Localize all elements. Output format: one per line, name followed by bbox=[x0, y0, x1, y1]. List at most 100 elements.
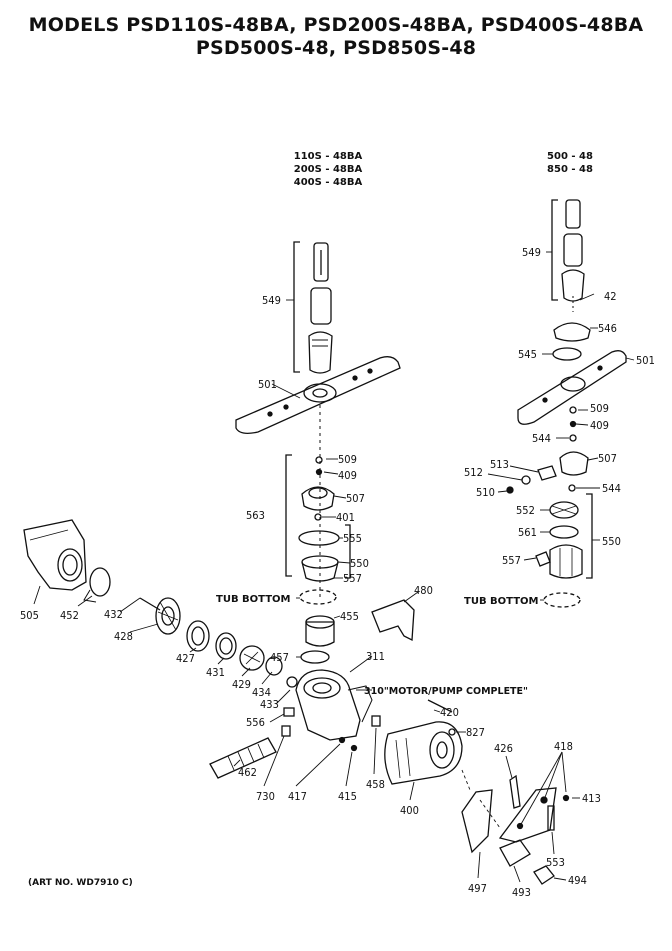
part-561 bbox=[549, 525, 579, 539]
motor-400 bbox=[384, 721, 463, 785]
label-415: 415 bbox=[338, 790, 357, 803]
label-730: 730 bbox=[256, 790, 275, 803]
right-variant-model-1: 500 - 48 bbox=[547, 151, 593, 162]
label-563: 563 bbox=[246, 509, 265, 522]
label-556: 556 bbox=[246, 716, 265, 729]
label-507-right: 507 bbox=[598, 452, 617, 465]
part-546 bbox=[553, 322, 591, 342]
part-509-right bbox=[569, 406, 577, 414]
label-550-left: 550 bbox=[350, 557, 369, 570]
part-513 bbox=[537, 465, 557, 481]
bracket-563 bbox=[285, 454, 292, 577]
bracket-550-right bbox=[586, 493, 593, 579]
part-409-right bbox=[569, 420, 577, 428]
diagram-title-line-2: PSD500S-48, PSD850S-48 bbox=[195, 37, 477, 59]
part-556 bbox=[283, 707, 295, 717]
label-429: 429 bbox=[232, 678, 251, 691]
bracket-550-left bbox=[345, 524, 351, 579]
label-505: 505 bbox=[20, 609, 39, 622]
label-409-right: 409 bbox=[590, 419, 609, 432]
art-number: (ART NO. WD7910 C) bbox=[28, 878, 133, 888]
hose-462 bbox=[209, 737, 277, 779]
label-544-top: 544 bbox=[532, 432, 551, 445]
part-480 bbox=[371, 599, 415, 642]
label-493: 493 bbox=[512, 886, 531, 899]
part-510 bbox=[506, 486, 514, 494]
part-labels: 549 501 509 409 563 507 401 555 550 557 … bbox=[20, 246, 655, 899]
label-42: 42 bbox=[604, 290, 617, 303]
label-561: 561 bbox=[518, 526, 537, 539]
part-409-left bbox=[315, 468, 323, 476]
part-434 bbox=[265, 656, 283, 676]
label-428: 428 bbox=[114, 630, 133, 643]
part-509-left bbox=[315, 456, 323, 464]
label-509-right: 509 bbox=[590, 402, 609, 415]
tube-base-right bbox=[561, 269, 585, 302]
label-545: 545 bbox=[518, 348, 537, 361]
screw-415 bbox=[350, 744, 358, 752]
part-544-lower bbox=[568, 484, 576, 492]
label-550-right: 550 bbox=[602, 535, 621, 548]
label-497: 497 bbox=[468, 882, 487, 895]
label-513: 513 bbox=[490, 458, 509, 471]
part-458 bbox=[371, 715, 381, 727]
label-510: 510 bbox=[476, 486, 495, 499]
impeller-428 bbox=[155, 597, 181, 635]
label-401: 401 bbox=[336, 511, 355, 524]
part-455 bbox=[305, 621, 335, 647]
label-431: 431 bbox=[206, 666, 225, 679]
label-311: 311 bbox=[366, 650, 385, 663]
leader-lines bbox=[33, 251, 635, 883]
label-501-right: 501 bbox=[636, 354, 655, 367]
label-420: 420 bbox=[440, 706, 459, 719]
left-variant-models: 110S - 48BA 200S - 48BA 400S - 48BA bbox=[278, 150, 378, 189]
bracket-418 bbox=[498, 787, 557, 843]
label-507-left: 507 bbox=[346, 492, 365, 505]
label-555: 555 bbox=[343, 532, 362, 545]
bracket-549-right bbox=[551, 199, 558, 301]
tube-mid-left bbox=[310, 287, 332, 325]
label-557-right: 557 bbox=[502, 554, 521, 567]
label-motor-pump-complete: 310"MOTOR/PUMP COMPLETE" bbox=[364, 686, 528, 697]
label-409-left: 409 bbox=[338, 469, 357, 482]
bracket-497 bbox=[461, 789, 493, 854]
label-544-lower: 544 bbox=[602, 482, 621, 495]
label-432: 432 bbox=[104, 608, 123, 621]
tube-top-right bbox=[565, 199, 581, 229]
filter-550-right bbox=[549, 544, 583, 579]
part-553 bbox=[547, 805, 555, 831]
tube-mid-right bbox=[563, 233, 583, 267]
ring-555 bbox=[298, 530, 340, 546]
part-427 bbox=[186, 620, 210, 652]
label-512: 512 bbox=[464, 466, 483, 479]
label-494: 494 bbox=[568, 874, 587, 887]
label-458: 458 bbox=[366, 778, 385, 791]
part-827 bbox=[448, 728, 456, 736]
part-730 bbox=[281, 725, 291, 737]
label-418: 418 bbox=[554, 740, 573, 753]
part-420 bbox=[427, 699, 453, 713]
label-509-left: 509 bbox=[338, 453, 357, 466]
part-557-right bbox=[535, 551, 551, 567]
label-452: 452 bbox=[60, 609, 79, 622]
label-549-left: 549 bbox=[262, 294, 281, 307]
part-544-top bbox=[569, 434, 577, 442]
right-variant-model-2: 850 - 48 bbox=[547, 164, 593, 175]
part-401 bbox=[314, 513, 322, 521]
label-546: 546 bbox=[598, 322, 617, 335]
part-494 bbox=[533, 865, 555, 885]
part-507-left bbox=[301, 486, 335, 511]
ring-545 bbox=[552, 347, 582, 361]
right-tower-parts bbox=[506, 199, 627, 608]
part-507-right bbox=[559, 451, 589, 476]
pump-housing-311 bbox=[295, 669, 361, 741]
label-455: 455 bbox=[340, 610, 359, 623]
switch-493 bbox=[499, 839, 531, 867]
label-426: 426 bbox=[494, 742, 513, 755]
spray-arm-left bbox=[235, 356, 401, 434]
label-417: 417 bbox=[288, 790, 307, 803]
part-505 bbox=[23, 519, 87, 591]
spray-arm-right bbox=[517, 350, 627, 425]
left-variant-model-3: 400S - 48BA bbox=[293, 177, 363, 188]
